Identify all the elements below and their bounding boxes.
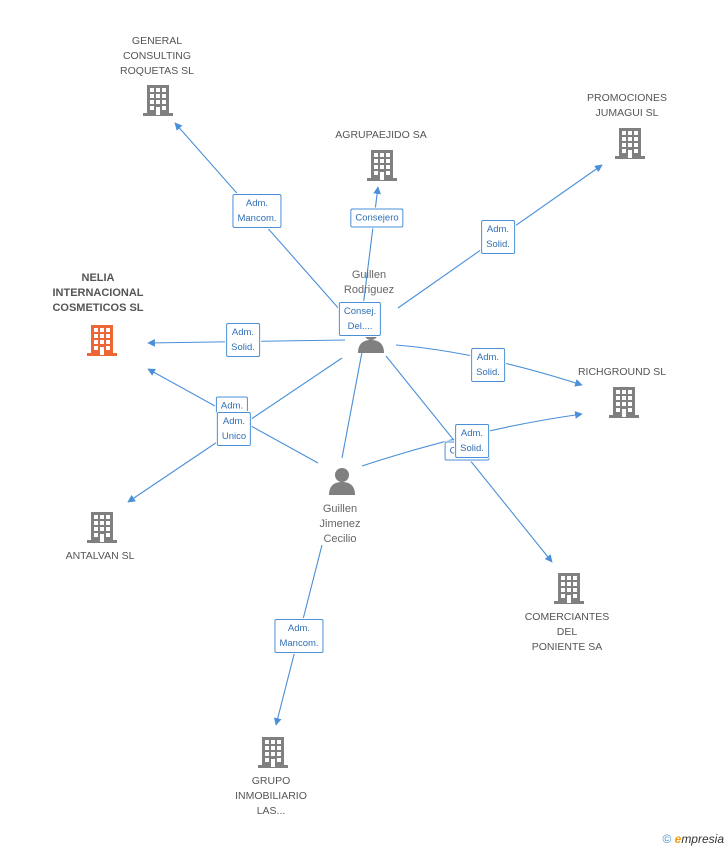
company-label-general-consulting[interactable]: GENERAL CONSULTING ROQUETAS SL <box>120 35 194 77</box>
company-label-comerciantes[interactable]: COMERCIANTES DEL PONIENTE SA <box>524 611 610 653</box>
brand-footer: © empresia <box>662 832 724 846</box>
edge-label-adm-solid: Adm. Solid. <box>455 424 489 458</box>
brand-name: mpresia <box>681 832 724 846</box>
company-label-richground[interactable]: RICHGROUND SL <box>577 366 667 378</box>
edge-label-adm-solid: Adm. Solid. <box>226 323 260 357</box>
building-icon[interactable] <box>367 150 397 181</box>
company-label-promociones-jumagui[interactable]: PROMOCIONES JUMAGUI SL <box>587 92 667 119</box>
edge-agrupaejido <box>361 186 381 316</box>
edge-label-consejero: Consejero <box>350 208 404 228</box>
building-icon[interactable] <box>87 512 117 543</box>
edge-label-adm-solid: Adm. Solid. <box>471 348 505 382</box>
building-icon[interactable] <box>143 85 173 116</box>
company-label-nelia[interactable]: NELIA INTERNACIONAL COSMETICOS SL <box>52 272 144 314</box>
company-label-antalvan[interactable]: ANTALVAN SL <box>65 550 135 562</box>
company-label-grupo-inmobiliario[interactable]: GRUPO INMOBILIARIO LAS... <box>235 775 307 817</box>
building-icon[interactable] <box>87 325 117 356</box>
person-icon[interactable] <box>329 468 355 495</box>
building-icon[interactable] <box>554 573 584 604</box>
edge-rodriguez-jimenez-link <box>341 351 363 459</box>
edge-label-adm-mancom: Adm. Mancom. <box>232 194 282 228</box>
brand-e: e <box>674 832 682 846</box>
edge-label-adm-unico: Adm. Unico <box>216 412 252 446</box>
person-label-guillen-jimenez[interactable]: Guillen Jimenez Cecilio <box>319 503 361 545</box>
company-label-agrupaejido[interactable]: AGRUPAEJIDO SA <box>335 129 427 141</box>
edge-label-adm-mancom: Adm. Mancom. <box>274 619 324 653</box>
person-label-guillen-rodriguez[interactable]: Guillen Rodriguez <box>343 269 395 296</box>
copyright-symbol: © <box>662 832 672 846</box>
building-icon[interactable] <box>258 737 288 768</box>
building-icon[interactable] <box>615 128 645 159</box>
building-icon[interactable] <box>609 387 639 418</box>
edge-label-adm-solid: Adm. Solid. <box>481 220 515 254</box>
edge-label-consej-del: Consej. Del.... <box>338 302 382 336</box>
